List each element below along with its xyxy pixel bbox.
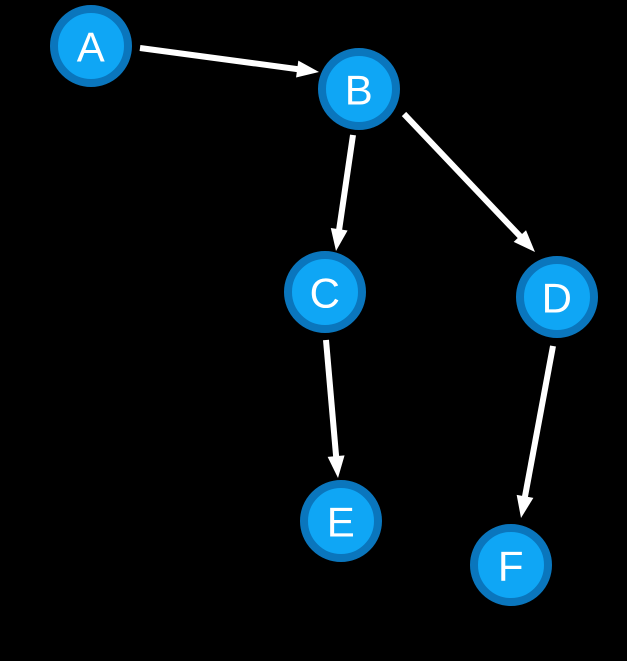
edge-shaft [401, 111, 524, 240]
arrowhead-icon [327, 455, 345, 478]
graph-node-b[interactable]: B [318, 48, 400, 130]
node-label: E [327, 499, 356, 546]
node-circle [470, 524, 552, 606]
edge-shaft [521, 345, 556, 499]
node-label: F [498, 543, 524, 590]
node-label: D [542, 275, 573, 322]
edge-shaft [335, 134, 356, 232]
graph-node-d[interactable]: D [516, 256, 598, 338]
arrowhead-icon [330, 227, 348, 251]
arrowhead-icon [296, 60, 319, 78]
edge-shaft [323, 339, 340, 459]
edge-a-b[interactable] [139, 45, 319, 78]
node-label: A [77, 24, 106, 71]
graph-node-e[interactable]: E [300, 480, 382, 562]
edge-shaft [139, 45, 300, 73]
edge-c-e[interactable] [323, 339, 345, 478]
graph-node-c[interactable]: C [284, 251, 366, 333]
arrowhead-icon [516, 494, 534, 518]
edge-b-c[interactable] [330, 134, 356, 251]
graph-node-f[interactable]: F [470, 524, 552, 606]
node-circle [284, 251, 366, 333]
node-circle [50, 5, 132, 87]
arrowhead-icon [513, 230, 535, 252]
node-label: B [345, 67, 374, 114]
edge-d-f[interactable] [516, 345, 556, 518]
edge-layer [139, 45, 556, 518]
node-circle [516, 256, 598, 338]
graph-node-a[interactable]: A [50, 5, 132, 87]
node-layer: A B C D E F [50, 5, 598, 606]
node-circle [318, 48, 400, 130]
node-label: C [310, 270, 341, 317]
node-circle [300, 480, 382, 562]
edge-b-d[interactable] [401, 111, 535, 252]
